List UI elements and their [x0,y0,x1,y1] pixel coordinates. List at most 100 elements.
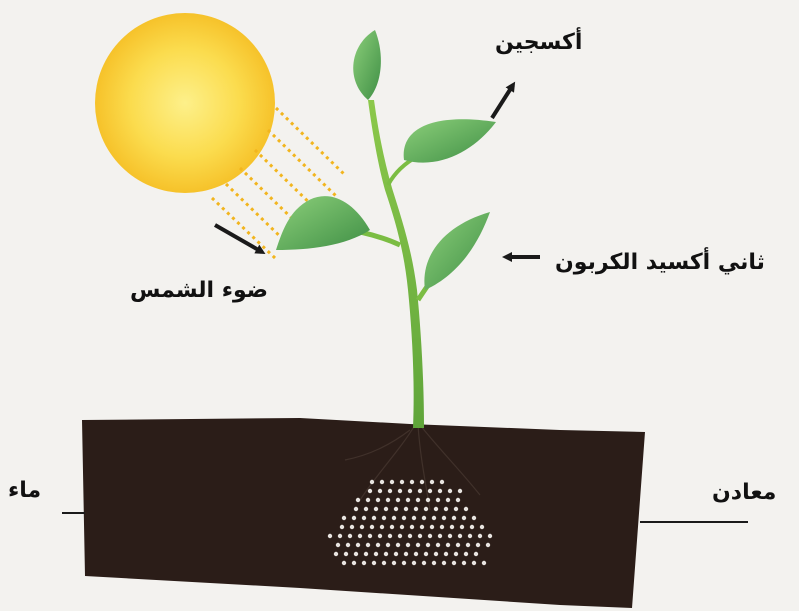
mineral-dot [402,516,406,520]
mineral-dot [448,489,452,493]
mineral-dot [364,507,368,511]
mineral-dot [396,498,400,502]
mineral-dot [406,543,410,547]
mineral-dot [452,516,456,520]
mineral-dot [352,561,356,565]
mineral-dot [438,489,442,493]
leaf-upper-right [404,119,496,162]
mineral-dot [420,525,424,529]
mineral-dot [338,534,342,538]
mineral-dot [368,534,372,538]
soil [82,418,645,608]
mineral-dot [398,534,402,538]
mineral-dot [466,543,470,547]
mineral-dot [354,552,358,556]
mineral-dot [446,498,450,502]
mineral-dot [366,498,370,502]
mineral-dot [462,516,466,520]
mineral-dot [482,561,486,565]
minerals-label: معادن [712,480,776,505]
sun [95,13,275,193]
mineral-dot [376,543,380,547]
leaf-left [276,196,370,250]
mineral-dot [386,543,390,547]
mineral-dot [436,498,440,502]
mineral-dot [476,543,480,547]
mineral-dot [436,543,440,547]
mineral-dot [432,516,436,520]
mineral-dot [480,525,484,529]
mineral-dot [342,516,346,520]
sunlight-label: ضوء الشمس [130,278,268,303]
mineral-dot [372,561,376,565]
mineral-dot [396,543,400,547]
mineral-dot [430,525,434,529]
mineral-dot [380,525,384,529]
mineral-dot [336,543,340,547]
mineral-dot [408,534,412,538]
oxygen-arrow [492,85,513,118]
mineral-dot [430,480,434,484]
mineral-dot [384,507,388,511]
mineral-dot [392,561,396,565]
mineral-dot [428,489,432,493]
mineral-dot [382,516,386,520]
mineral-dot [362,561,366,565]
mineral-dot [456,498,460,502]
mineral-dot [358,534,362,538]
mineral-dot [342,561,346,565]
mineral-dot [374,507,378,511]
carbon-dioxide-label: ثاني أكسيد الكربون [555,250,765,275]
mineral-dot [458,534,462,538]
mineral-dot [354,507,358,511]
mineral-dot [460,525,464,529]
mineral-dot [352,516,356,520]
mineral-dot [380,480,384,484]
mineral-dot [360,525,364,529]
mineral-dot [422,516,426,520]
mineral-dot [400,480,404,484]
mineral-dot [340,525,344,529]
mineral-dot [412,561,416,565]
mineral-dot [350,525,354,529]
mineral-dot [428,534,432,538]
mineral-dot [448,534,452,538]
mineral-dot [406,498,410,502]
mineral-dot [416,498,420,502]
mineral-dot [412,516,416,520]
mineral-dot [382,561,386,565]
mineral-dot [488,534,492,538]
mineral-dot [390,480,394,484]
mineral-dot [376,498,380,502]
mineral-dot [426,543,430,547]
mineral-dot [440,480,444,484]
water-label: ماء [8,478,41,503]
mineral-dot [438,534,442,538]
mineral-dot [450,525,454,529]
mineral-dot [410,525,414,529]
mineral-dot [474,552,478,556]
mineral-dot [464,552,468,556]
mineral-dot [346,543,350,547]
mineral-dot [424,507,428,511]
mineral-dot [378,489,382,493]
mineral-dot [372,516,376,520]
mineral-dot [378,534,382,538]
mineral-dot [356,498,360,502]
mineral-dot [398,489,402,493]
mineral-dot [446,543,450,547]
mineral-dot [370,525,374,529]
mineral-dot [422,561,426,565]
mineral-dot [356,543,360,547]
mineral-dot [418,534,422,538]
mineral-dot [462,561,466,565]
mineral-dot [416,543,420,547]
mineral-dot [410,480,414,484]
mineral-dot [362,516,366,520]
mineral-dot [432,561,436,565]
mineral-dot [420,480,424,484]
mineral-dot [414,507,418,511]
mineral-dot [486,543,490,547]
mineral-dot [418,489,422,493]
